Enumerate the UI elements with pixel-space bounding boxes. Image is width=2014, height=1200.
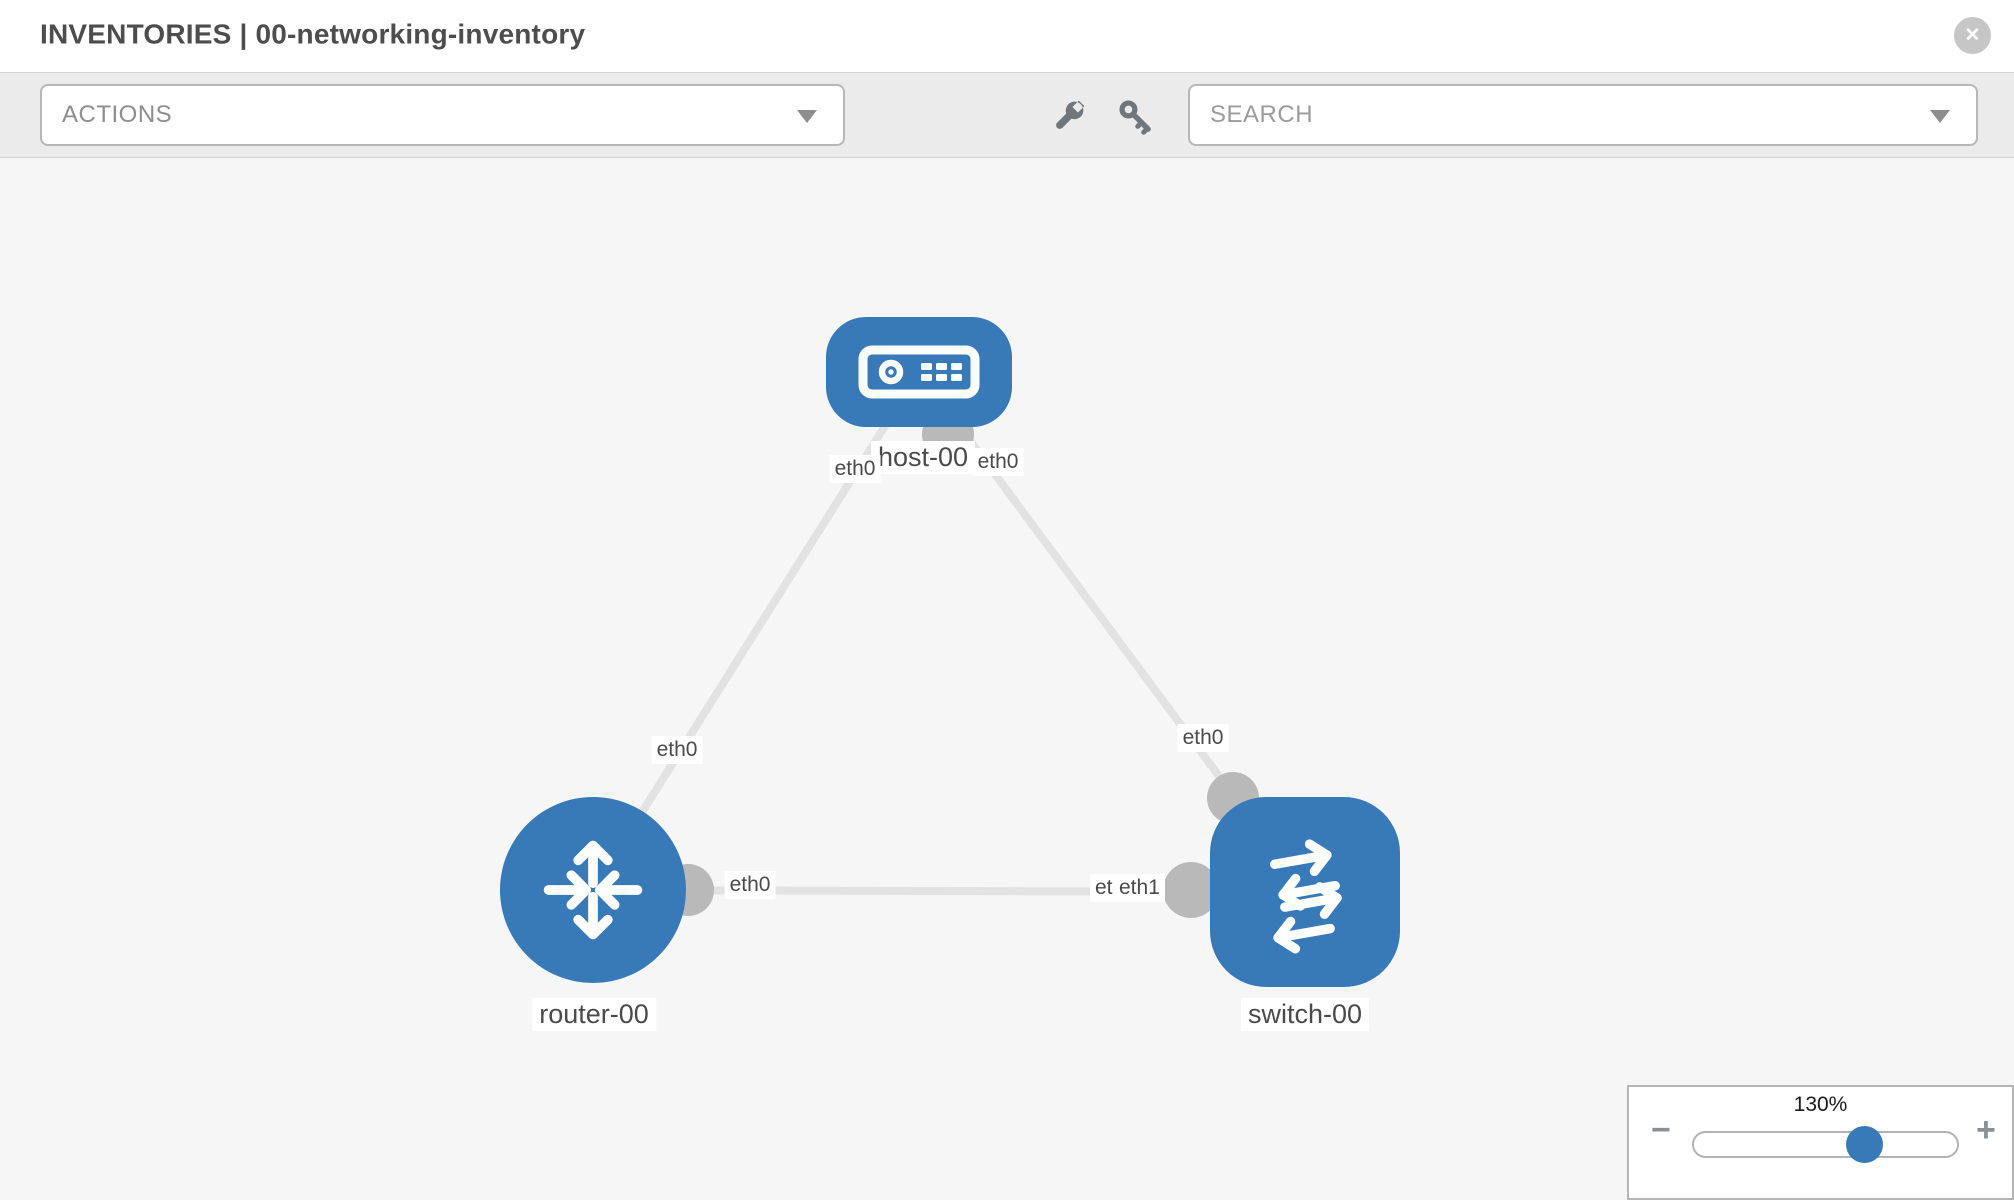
if-label-switch-to-router: eth1: [1114, 874, 1165, 902]
zoom-in-button[interactable]: +: [1976, 1111, 1996, 1149]
zoom-control-panel: 130% − +: [1627, 1085, 2014, 1200]
panel-header: INVENTORIES | 00-networking-inventory ✕: [0, 0, 2014, 72]
switch-arrows-icon: [1270, 839, 1342, 954]
chevron-down-icon: [1930, 110, 1950, 123]
zoom-level-value: 130%: [1793, 1093, 1848, 1116]
search-placeholder: SEARCH: [1210, 101, 1314, 128]
node-label-switch: switch-00: [1240, 998, 1370, 1031]
if-label-host-to-switch: eth0: [972, 448, 1024, 476]
server-icon: [858, 345, 980, 399]
close-icon[interactable]: ✕: [1954, 17, 1991, 54]
node-label-host: host-00: [870, 441, 976, 474]
zoom-slider-handle[interactable]: [1846, 1126, 1883, 1163]
search-input[interactable]: SEARCH: [1188, 84, 1978, 146]
port-circle: [1163, 862, 1219, 918]
actions-dropdown[interactable]: ACTIONS: [40, 84, 845, 146]
if-label-host-to-router: eth0: [829, 455, 881, 483]
zoom-slider-track[interactable]: [1692, 1131, 1959, 1158]
node-switch-00[interactable]: [1210, 797, 1400, 987]
node-label-router: router-00: [532, 998, 656, 1031]
toolbar: ACTIONS SEARCH: [0, 72, 2014, 158]
router-arrows-icon: [543, 840, 643, 940]
if-label-switch-to-router-group: eth0 eth1: [1090, 874, 1180, 906]
topology-edges: [589, 369, 1309, 918]
wrench-icon[interactable]: [1050, 97, 1088, 135]
node-router-00[interactable]: [500, 797, 686, 983]
chevron-down-icon: [797, 110, 817, 123]
zoom-out-button[interactable]: −: [1651, 1111, 1671, 1149]
node-host-00[interactable]: [826, 317, 1012, 427]
key-icon[interactable]: [1116, 97, 1154, 135]
if-label-switch-to-host: eth0: [1177, 724, 1229, 752]
topology-canvas[interactable]: host-00 router-00 switch-00 eth0 eth0 et…: [0, 158, 2014, 1200]
actions-dropdown-label: ACTIONS: [62, 101, 173, 128]
if-label-router-to-switch: eth0: [724, 871, 776, 899]
page-title: INVENTORIES | 00-networking-inventory: [40, 18, 586, 50]
if-label-router-to-host: eth0: [651, 736, 703, 764]
